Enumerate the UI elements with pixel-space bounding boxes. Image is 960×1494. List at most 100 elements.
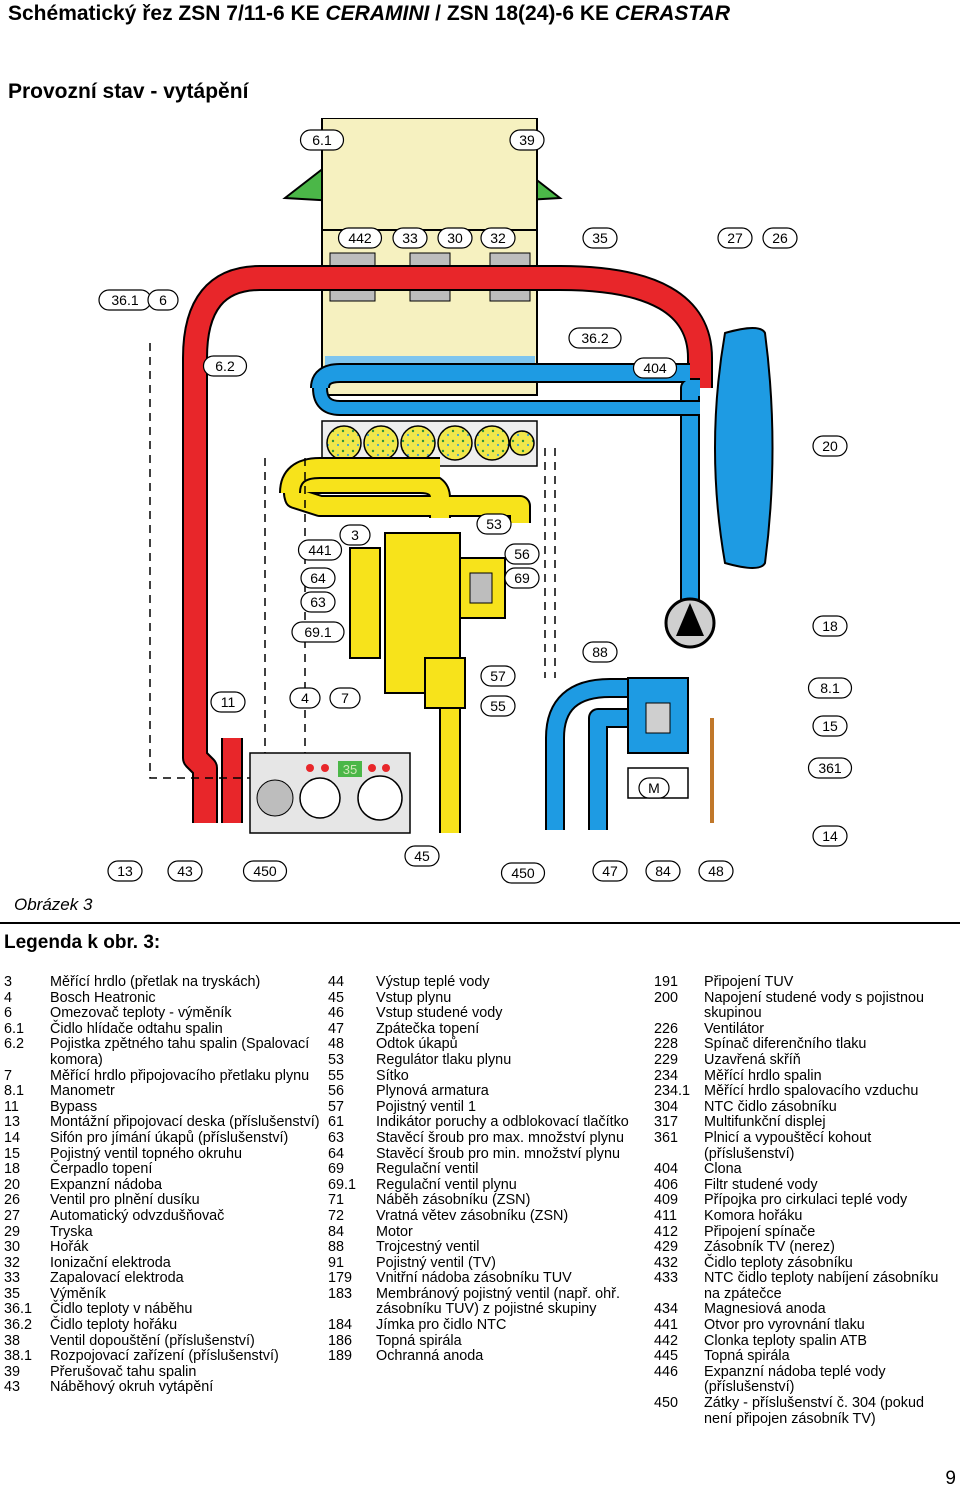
callout-bubble — [582, 227, 618, 249]
callout-bubble — [807, 757, 853, 779]
callout-27: 11 — [210, 691, 246, 713]
callout-bubble — [645, 860, 681, 882]
callout-label: 88 — [592, 644, 608, 660]
callout-11: 6.2 — [202, 355, 248, 377]
callout-label: 6 — [159, 292, 167, 308]
legend-item-text: Clona — [704, 1161, 742, 1178]
legend-item-text: Stavěcí šroub pro max. množství plynu — [376, 1129, 624, 1146]
legend-item-text: Čidlo teploty zásobníku — [704, 1254, 853, 1271]
legend-item-text: Přerušovač tahu spalin — [50, 1363, 197, 1380]
callout-bubble — [762, 227, 798, 249]
legend-item-text: Vstup studené vody — [376, 1005, 503, 1022]
callout-bubble — [300, 591, 336, 613]
gas-pipe — [279, 457, 531, 833]
callout-label: 30 — [447, 230, 463, 246]
legend-item-text: Měřící hrdlo (přetlak na tryskách) — [50, 974, 261, 990]
callout-0: 6.1 — [299, 129, 345, 151]
legend-item-text: Čidlo hlídače odtahu spalin — [50, 1020, 223, 1037]
legend-item-text: Uzavřená skříň — [704, 1051, 801, 1068]
callout-bubble — [480, 665, 516, 687]
legend-item-number: 32 — [4, 1254, 21, 1271]
callout-41: 84 — [645, 860, 681, 882]
callout-bubble — [812, 825, 848, 847]
legend-item-text: Čidlo teploty v náběhu — [50, 1301, 193, 1318]
section-subtitle: Provozní stav - vytápění — [8, 80, 249, 103]
legend-item-number: 179 — [328, 1270, 353, 1287]
legend-item-text: Membránový pojistný ventil (např. ohř. z… — [376, 1285, 620, 1318]
legend-item-text: Zapalovací elektroda — [50, 1270, 184, 1287]
legend-item-number: 29 — [4, 1223, 21, 1240]
legend-item-number: 6.1 — [4, 1020, 25, 1037]
legend-item-text: Montážní připojovací deska (příslušenstv… — [50, 1114, 320, 1131]
legend-item-number: 450 — [654, 1395, 679, 1412]
legend-item-number: 30 — [4, 1239, 21, 1256]
callout-13: 404 — [632, 357, 678, 379]
legend-item-text: Komora hořáku — [704, 1207, 803, 1224]
callout-label: 11 — [221, 694, 236, 710]
callout-38: 45 — [404, 845, 440, 867]
callout-35: 13 — [107, 860, 143, 882]
callout-bubble — [210, 691, 246, 713]
flue-hood — [282, 118, 563, 231]
legend-item-number: 4 — [4, 989, 13, 1006]
legend-item-number: 445 — [654, 1348, 679, 1365]
legend-item-number: 63 — [328, 1129, 345, 1146]
legend-item-number: 88 — [328, 1239, 345, 1256]
callout-18: 69.1 — [291, 621, 345, 643]
gas-valve — [349, 532, 506, 709]
callout-bubble — [500, 862, 546, 884]
callout-label: 45 — [414, 848, 430, 864]
legend-item-number: 11 — [4, 1098, 19, 1115]
legend-item-text: Topná spirála — [704, 1348, 790, 1365]
callout-12: 36.2 — [568, 327, 622, 349]
callout-bubble — [107, 860, 143, 882]
legend-item-number: 441 — [654, 1317, 679, 1334]
callout-bubble — [437, 227, 473, 249]
legend-item-number: 64 — [328, 1145, 345, 1162]
legend-item-text: Vnitřní nádoba zásobníku TUV — [376, 1270, 572, 1287]
callout-39: 450 — [500, 862, 546, 884]
legend-item-number: 84 — [328, 1223, 345, 1240]
legend-item-text: Ochranná anoda — [376, 1348, 484, 1365]
callout-label: 6.2 — [215, 358, 235, 374]
callout-bubble — [812, 715, 848, 737]
callout-2: 442 — [337, 227, 383, 249]
legend-item-text: Expanzní nádoba teplé vody (příslušenstv… — [704, 1363, 886, 1396]
legend-item-number: 412 — [654, 1223, 679, 1240]
legend-item-text: Bosch Heatronic — [50, 989, 156, 1006]
callout-10: 6 — [147, 289, 179, 311]
legend-item-number: 44 — [328, 974, 345, 990]
callout-label: 36.1 — [111, 292, 138, 308]
callout-label: 450 — [253, 863, 277, 879]
callout-34: 14 — [812, 825, 848, 847]
legend-item-number: 226 — [654, 1020, 679, 1037]
callout-1: 39 — [509, 129, 545, 151]
legend-item-text: Topná spirála — [376, 1332, 462, 1349]
legend-item-number: 234 — [654, 1067, 679, 1084]
legend-item-number: 15 — [4, 1145, 21, 1162]
callout-bubble — [329, 687, 361, 709]
page-number: 9 — [945, 1468, 956, 1489]
